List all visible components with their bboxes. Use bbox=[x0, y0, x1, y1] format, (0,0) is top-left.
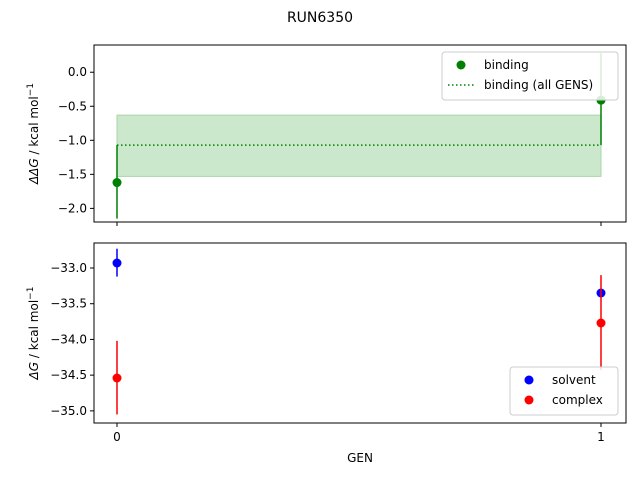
y-axis-label-unit: / kcal mol bbox=[27, 300, 41, 362]
y-tick-label: 0.0 bbox=[68, 65, 87, 79]
y-tick-label: −0.5 bbox=[58, 99, 87, 113]
point-solvent bbox=[112, 258, 122, 268]
legend: binding binding (all GENS) bbox=[441, 51, 619, 101]
y-tick-label: −34.5 bbox=[50, 368, 87, 382]
x-tick-label: 1 bbox=[597, 430, 605, 444]
y-tick-label: −34.0 bbox=[50, 332, 87, 346]
legend-label: solvent bbox=[552, 373, 596, 387]
y-axis-label-symbol: ΔΔG bbox=[27, 158, 41, 185]
chart-title: RUN6350 bbox=[287, 10, 353, 26]
legend-marker-dot bbox=[524, 395, 534, 405]
legend-label: binding (all GENS) bbox=[484, 78, 593, 92]
point-binding bbox=[112, 178, 122, 188]
y-axis-label: ΔG / kcal mol−1 bbox=[26, 287, 41, 381]
legend-marker-dot bbox=[456, 60, 466, 70]
legend-label: complex bbox=[552, 393, 603, 407]
point-complex bbox=[112, 373, 122, 383]
axes-frame bbox=[93, 242, 627, 424]
y-tick-label: −33.0 bbox=[50, 261, 87, 275]
point-complex bbox=[596, 318, 606, 328]
y-tick-label: −35.0 bbox=[50, 404, 87, 418]
x-axis-label: GEN bbox=[347, 451, 373, 465]
legend-marker-dot bbox=[524, 375, 534, 385]
axes-frame bbox=[93, 44, 627, 223]
y-axis-label: ΔΔG / kcal mol−1 bbox=[26, 83, 41, 185]
y-axis-label-unit: / kcal mol bbox=[27, 96, 41, 158]
y-tick-label: −1.0 bbox=[58, 133, 87, 147]
legend: solvent complex bbox=[509, 366, 619, 416]
legend-label: binding bbox=[484, 58, 529, 72]
y-axis-label-exponent: −1 bbox=[26, 287, 36, 300]
y-tick-label: −2.0 bbox=[58, 201, 87, 215]
y-axis-label-exponent: −1 bbox=[26, 83, 36, 96]
y-tick-label: −1.5 bbox=[58, 167, 87, 181]
legend-box bbox=[509, 366, 619, 416]
legend-box bbox=[441, 51, 619, 101]
panel-1: 0.0 −0.5 −1.0 −1.5 −2.0 ΔΔG / kcal mol−1 bindi… bbox=[26, 44, 627, 226]
panel-2: −33.0 −33.5 −34.0 −34.5 −35.0 0 1 ΔG / kcal mol… bbox=[26, 242, 627, 444]
y-axis-label-symbol: ΔG bbox=[27, 362, 41, 381]
y-tick-label: −33.5 bbox=[50, 297, 87, 311]
x-tick-label: 0 bbox=[113, 430, 121, 444]
